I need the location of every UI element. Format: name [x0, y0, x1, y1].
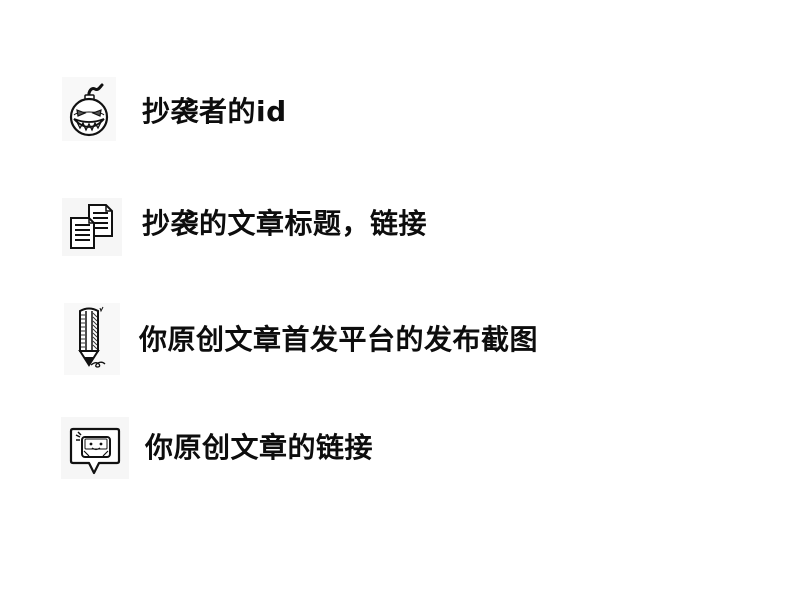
- item-label: 你原创文章首发平台的发布截图: [139, 323, 539, 356]
- bomb-face-icon: [62, 77, 116, 141]
- list-item-original-publish-screenshot: 你原创文章首发平台的发布截图: [0, 303, 800, 375]
- item-label: 抄袭者的id: [142, 95, 287, 128]
- pencil-icon: [64, 303, 120, 375]
- speech-bubble-face-icon: [61, 417, 129, 479]
- item-label: 你原创文章的链接: [145, 431, 374, 464]
- list-item-plagiarized-title-link: 抄袭的文章标题，链接: [0, 195, 800, 265]
- list-item-plagiarist-id: 抄袭者的id: [0, 75, 800, 145]
- list-item-original-article-link: 你原创文章的链接: [0, 415, 800, 485]
- documents-icon: [62, 198, 122, 256]
- item-label: 抄袭的文章标题，链接: [142, 207, 428, 240]
